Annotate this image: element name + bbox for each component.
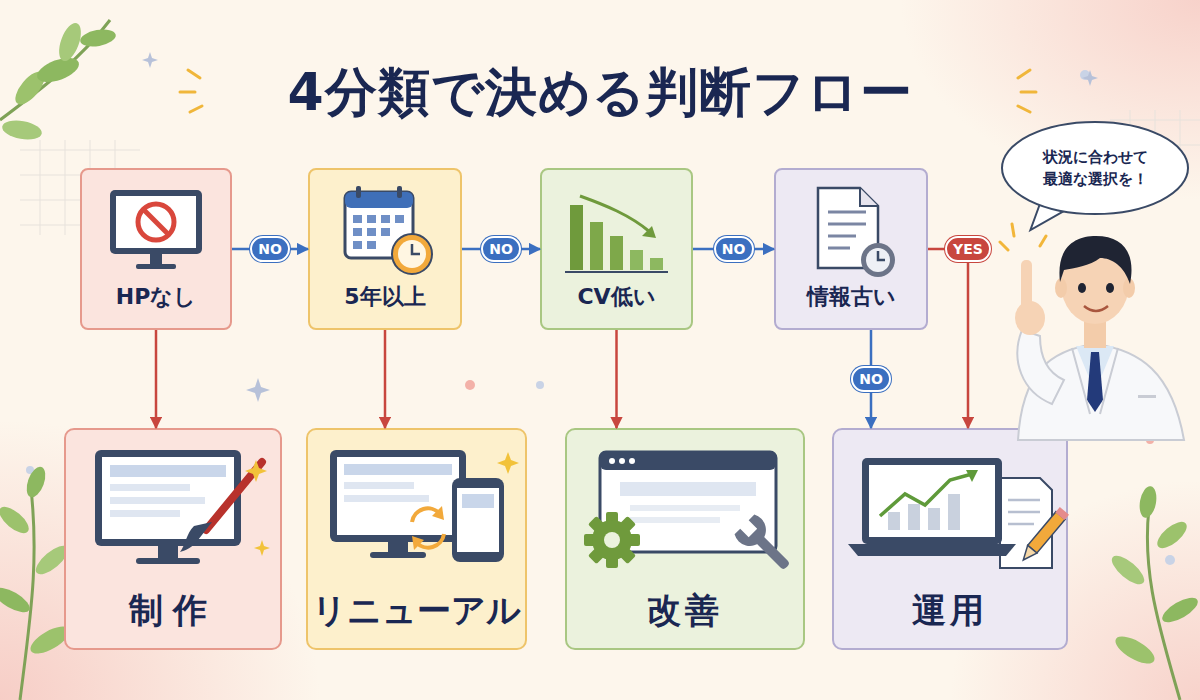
node-label: 制作 [129, 588, 217, 634]
leaf-sprig [0, 464, 74, 700]
flow-arrow [928, 249, 968, 428]
bubble-join [1044, 197, 1069, 209]
result-box: 制作 [64, 428, 282, 650]
old-document-icon [818, 188, 895, 277]
edge-label: YES [945, 236, 991, 262]
declining-chart-icon [565, 196, 668, 272]
result-box: リニューアル [306, 428, 527, 650]
leaf-sprig [1108, 485, 1200, 700]
doctor-character [1000, 224, 1184, 440]
speech-bubble: 状況に合わせて 最適な選択を！ [1000, 120, 1190, 216]
edge-label: NO [714, 236, 754, 262]
node-label: 5年以上 [344, 282, 425, 312]
node-label: 改善 [647, 588, 723, 634]
improve-icon [584, 452, 798, 578]
node-label: CV低い [577, 282, 655, 312]
node-label: 情報古い [807, 282, 896, 312]
result-box: 運用 [832, 428, 1068, 650]
decision-box: HPなし [80, 168, 232, 330]
leaf-sprig [0, 20, 117, 142]
bubble-body [1002, 122, 1188, 214]
node-label: HPなし [116, 282, 197, 312]
node-label: リニューアル [312, 588, 521, 634]
bubble-outline [1000, 120, 1190, 216]
calendar-icon [345, 186, 432, 274]
decision-box: 5年以上 [308, 168, 462, 330]
flow-arrow [384, 330, 387, 428]
diagram-title: 4分類で決める判断フロー [0, 58, 1200, 128]
edge-label: NO [481, 236, 521, 262]
no-site-icon [110, 190, 202, 269]
edge-label: NO [851, 366, 891, 392]
result-box: 改善 [565, 428, 805, 650]
renewal-icon [330, 450, 519, 562]
node-label: 運用 [912, 588, 988, 634]
bubble-text: 状況に合わせて 最適な選択を！ [1036, 146, 1154, 190]
decision-box: CV低い [540, 168, 693, 330]
edge-label: NO [250, 236, 290, 262]
decision-box: 情報古い [774, 168, 928, 330]
operate-icon [848, 458, 1069, 568]
create-icon [95, 450, 270, 564]
flow-arrow [615, 330, 618, 428]
flow-arrow [155, 330, 158, 428]
